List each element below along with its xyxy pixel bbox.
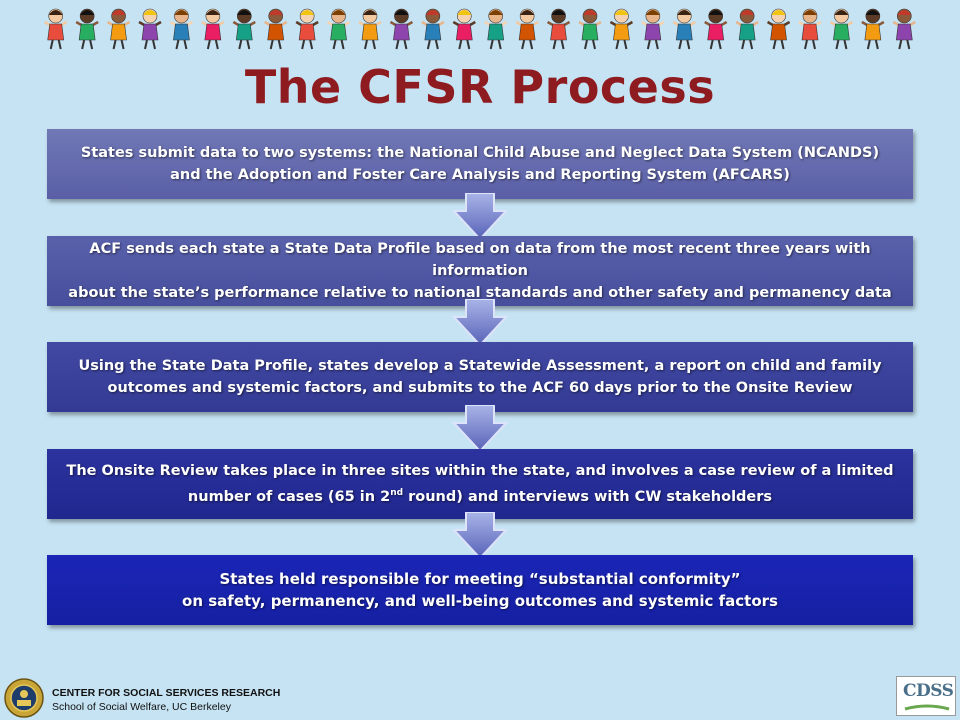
dancing-children-icon [44, 8, 916, 50]
step-1-box: States submit data to two systems: the N… [47, 129, 913, 199]
cdss-logo: CDSS [896, 676, 956, 716]
step-2-line-1: ACF sends each state a State Data Profil… [89, 241, 871, 279]
step-5-line-2: on safety, permanency, and well-being ou… [182, 592, 778, 610]
down-chevron-icon [452, 512, 508, 560]
step-4-line-2-pre: number of cases (65 in 2 [187, 488, 391, 505]
uc-seal-icon [4, 678, 44, 718]
step-2-line-2: about the state’s performance relative t… [68, 285, 892, 301]
step-4-line-2: number of cases (65 in 2nd round) and in… [188, 482, 772, 508]
down-chevron-icon [452, 405, 508, 453]
page-title: The CFSR Process [244, 60, 716, 114]
step-3-box: Using the State Data Profile, states dev… [47, 342, 913, 412]
down-chevron-icon [452, 299, 508, 347]
step-5-box: States held responsible for meeting “sub… [47, 555, 913, 625]
step-4-line-1: The Onsite Review takes place in three s… [66, 463, 894, 480]
step-3-line-1: Using the State Data Profile, states dev… [78, 358, 882, 374]
step-1-line-2: and the Adoption and Foster Care Analysi… [170, 167, 790, 183]
step-5-line-1: States held responsible for meeting “sub… [219, 570, 741, 588]
footer-org-text: CENTER FOR SOCIAL SERVICES RESEARCH Scho… [52, 686, 280, 714]
footer-school: School of Social Welfare, UC Berkeley [52, 701, 231, 713]
step-3-line-2: outcomes and systemic factors, and submi… [107, 380, 853, 396]
step-4-box: The Onsite Review takes place in three s… [47, 449, 913, 519]
cdss-swoosh-icon [904, 704, 950, 711]
cdss-logo-text: CDSS [903, 681, 954, 701]
step-4-superscript: nd [390, 488, 404, 499]
down-chevron-icon [452, 193, 508, 241]
footer-org: CENTER FOR SOCIAL SERVICES RESEARCH [52, 687, 281, 699]
step-1-line-1: States submit data to two systems: the N… [80, 145, 880, 161]
step-2-box: ACF sends each state a State Data Profil… [47, 236, 913, 306]
step-4-line-2-post: round) and interviews with CW stakeholde… [403, 488, 773, 505]
